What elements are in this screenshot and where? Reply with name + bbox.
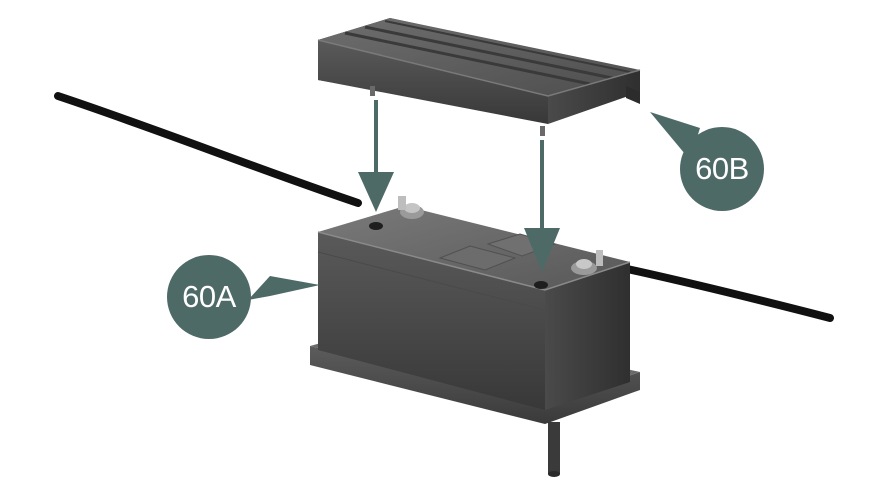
callout-60a-pointer xyxy=(248,276,320,300)
arrow-cover-right-pin xyxy=(524,140,560,272)
cable-left xyxy=(54,92,362,207)
cable-right xyxy=(600,260,834,322)
callout-60a-circle xyxy=(167,255,251,339)
arrow-cover-left-pin xyxy=(358,100,394,212)
battery-cover-60b xyxy=(317,18,641,136)
terminal-right xyxy=(571,250,603,275)
callout-label-60b: 60B xyxy=(695,151,749,186)
terminal-left xyxy=(398,196,424,219)
callout-60b-circle xyxy=(680,127,764,211)
callout-label-60a: 60A xyxy=(182,279,236,314)
